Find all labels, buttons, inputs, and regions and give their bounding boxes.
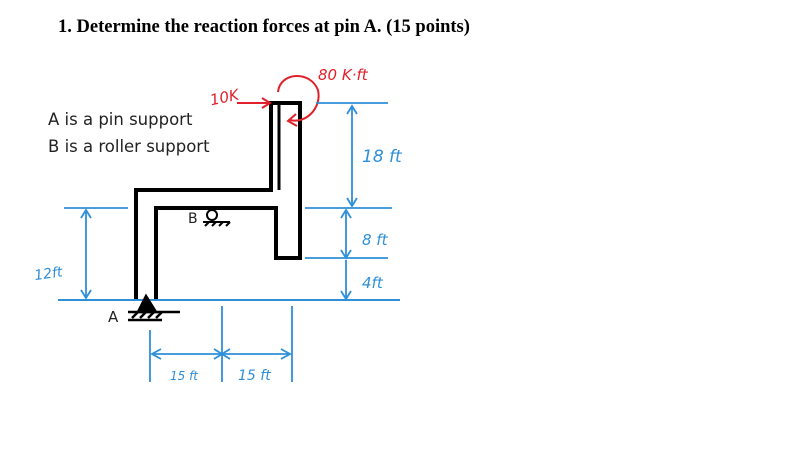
dimension-lines [64, 102, 392, 382]
label-dim-8ft: 8 ft [362, 231, 389, 249]
moment-arrow [277, 75, 320, 127]
roller-support-b [203, 209, 231, 227]
label-dim-18ft: 18 ft [362, 147, 403, 167]
label-support-b: B [188, 211, 198, 227]
frame-outer-outline [134, 101, 302, 300]
support-note-b: B is a roller support [48, 137, 210, 156]
frame-structure [134, 101, 302, 300]
label-moment: 80 K·ft [318, 66, 369, 84]
pin-support-a [128, 293, 180, 322]
point-load-arrow [237, 97, 272, 109]
label-support-a: A [108, 308, 119, 326]
label-dim-4ft: 4ft [362, 274, 384, 292]
label-dim-15ft-left: 15 ft [170, 369, 199, 383]
label-point-load: 10K [208, 85, 241, 109]
question-text: 1. Determine the reaction forces at pin … [58, 17, 470, 37]
support-note-a: A is a pin support [48, 110, 193, 129]
label-dim-12ft: 12ft [33, 264, 64, 284]
label-dim-15ft-right: 15 ft [238, 368, 271, 384]
